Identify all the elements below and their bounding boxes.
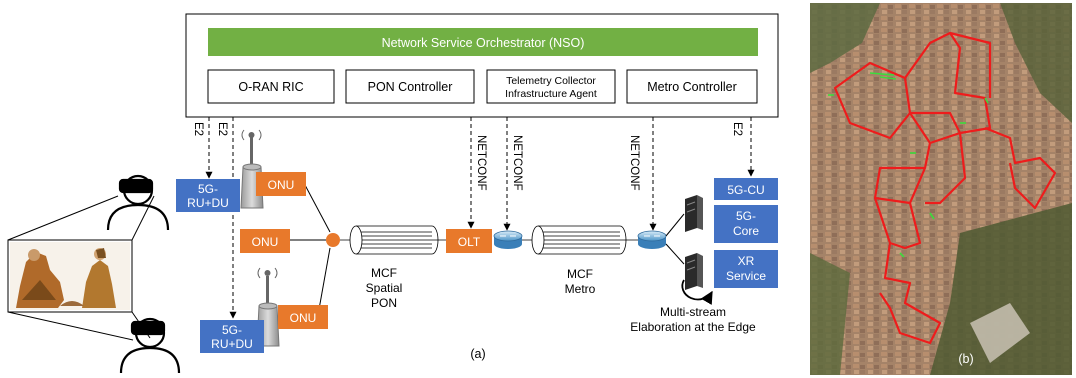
onu-box-1[interactable] [256, 172, 306, 196]
oran-ric-label: O-RAN RIC [238, 80, 303, 94]
netconf-label-3: NETCONF [628, 135, 640, 191]
xr-service-box[interactable] [714, 250, 778, 288]
netconf-label-2: NETCONF [511, 135, 523, 191]
xr-label-1: XR [738, 254, 755, 268]
sculpture-zoom-lines [7, 195, 155, 341]
pon-label-2: Spatial [366, 281, 403, 295]
satellite-map: (b) [810, 3, 1072, 375]
metro-controller-label: Metro Controller [647, 80, 737, 94]
edge-link-lower [665, 243, 685, 265]
metro-router-icon[interactable] [637, 230, 667, 249]
ru-du-label-1b: RU+DU [187, 196, 229, 210]
pon-controller-box[interactable] [345, 69, 475, 104]
router-icon[interactable] [493, 230, 523, 249]
e2-label-3: E2 [731, 122, 743, 136]
vr-user-icon [119, 317, 181, 374]
mcf-metro-fiber [522, 225, 640, 255]
pon-label-1: MCF [371, 266, 397, 280]
cu-label: 5G-CU [727, 183, 764, 197]
caption-b: (b) [958, 352, 973, 366]
edge-caption-1: Multi-stream [660, 305, 726, 319]
edge-link-upper [665, 213, 685, 237]
core-label-1: 5G- [736, 209, 756, 223]
caption-a: (a) [470, 347, 485, 361]
onu-box-3[interactable] [278, 305, 328, 329]
quarry-area [970, 303, 1030, 363]
optical-splitter [326, 233, 340, 247]
onu-label-1: ONU [268, 178, 295, 192]
ru-du-label-2b: RU+DU [211, 337, 253, 351]
nso-banner [208, 28, 758, 56]
architecture-diagram: Network Service Orchestrator (NSO) O-RAN… [7, 13, 779, 374]
e2-label-2: E2 [216, 122, 228, 136]
ru-du-box-1[interactable] [176, 179, 240, 212]
cell-tower-icon [240, 129, 264, 209]
telemetry-box[interactable] [486, 69, 616, 104]
core-box[interactable] [714, 205, 778, 243]
telemetry-label-line2: Infrastructure Agent [505, 88, 597, 100]
server-icon [685, 195, 703, 232]
sculpture-image [10, 242, 130, 310]
route-path [833, 31, 1057, 345]
mcf-spatial-pon-fiber [340, 225, 446, 255]
telemetry-label-line1: Telemetry Collector [506, 75, 596, 87]
olt-box[interactable] [446, 229, 492, 253]
green-area [930, 203, 1072, 375]
olt-label: OLT [458, 235, 481, 249]
vr-user-icon [106, 174, 170, 231]
cu-box[interactable] [714, 178, 778, 200]
loop-arrow-icon [681, 279, 713, 305]
pon-controller-label: PON Controller [368, 80, 453, 94]
xr-label-2: Service [726, 269, 766, 283]
onu3-link [317, 247, 331, 316]
core-label-2: Core [733, 224, 759, 238]
ru-du-box-2[interactable] [200, 320, 264, 353]
onu1-link [304, 184, 331, 233]
onu-label-3: ONU [290, 311, 317, 325]
onu-label-2: ONU [252, 235, 279, 249]
green-area [810, 3, 880, 73]
e2-label-1: E2 [192, 122, 204, 136]
metro-label-2: Metro [565, 282, 596, 296]
nso-title: Network Service Orchestrator (NSO) [382, 36, 585, 50]
ru-du-label-2a: 5G- [222, 323, 242, 337]
ru-du-label-1a: 5G- [198, 182, 218, 196]
access-point-markers [828, 72, 989, 258]
edge-caption-2: Elaboration at the Edge [630, 320, 756, 334]
oran-ric-box[interactable] [207, 69, 335, 104]
server-icon [685, 253, 703, 290]
green-area [810, 253, 850, 375]
pon-label-3: PON [371, 296, 397, 310]
metro-label-1: MCF [567, 267, 593, 281]
onu-box-2[interactable] [240, 229, 290, 253]
green-area [1000, 3, 1072, 123]
metro-controller-box[interactable] [626, 69, 758, 104]
netconf-label-1: NETCONF [475, 135, 487, 191]
